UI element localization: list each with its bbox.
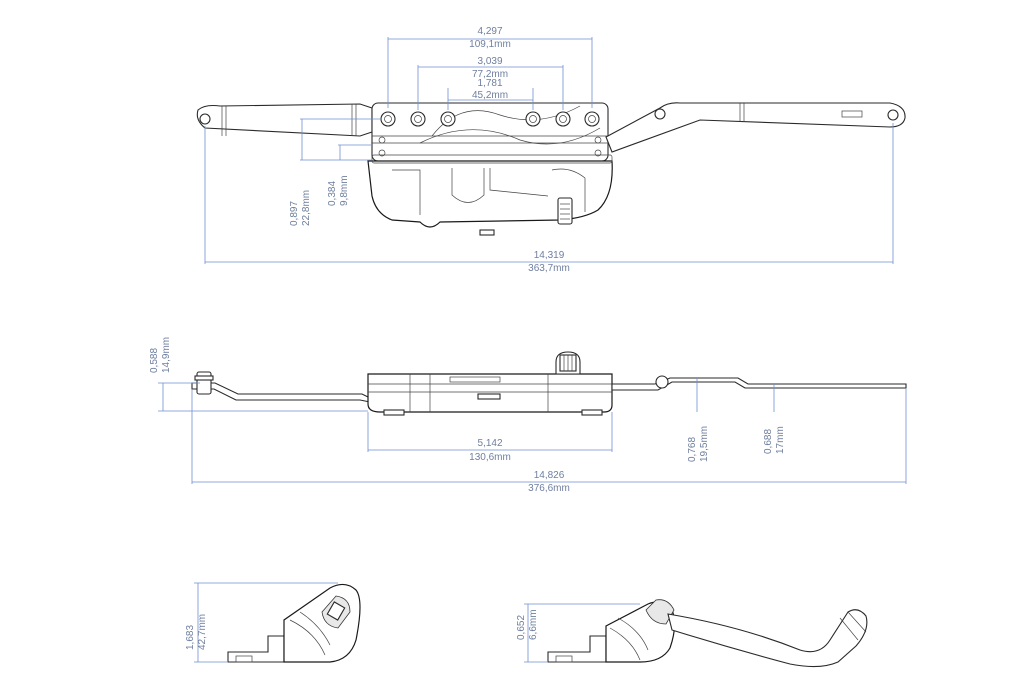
mounting-hole xyxy=(380,111,396,127)
dim-offset-large-in: 0,897 xyxy=(289,201,300,226)
mounting-hole xyxy=(584,111,600,127)
dim-mid-span-in: 3,039 xyxy=(477,56,502,67)
cover-right-crank-handle xyxy=(667,609,868,668)
side-view: 0,588 14,9mm 5,142 130,6mm 0,768 19,5mm … xyxy=(149,337,907,494)
top-view: 4,297 109,1mm 3,039 77,2mm 1,781 45,2mm … xyxy=(196,26,906,274)
side-operator-housing xyxy=(367,373,613,413)
dim-inner-span-mm: 45,2mm xyxy=(472,90,508,101)
mounting-hole xyxy=(410,111,426,127)
cover-right-crank-knuckle xyxy=(645,599,675,625)
side-left-arm xyxy=(191,382,371,403)
cover-left-base-plate xyxy=(227,635,285,663)
dim-side-overall-in: 14,826 xyxy=(534,470,565,481)
dim-arm-rise-b-mm: 17mm xyxy=(775,426,786,454)
cover-right-base-plate xyxy=(547,635,607,663)
top-left-arm-pivot xyxy=(199,113,211,125)
dim-offset-small-in: 0,384 xyxy=(327,181,338,206)
top-right-arm-end-pivot xyxy=(887,109,899,121)
dim-body-length-in: 5,142 xyxy=(477,438,502,449)
mounting-hole xyxy=(440,111,456,127)
dim-handle-offset-mm: 6,6mm xyxy=(528,609,539,640)
cover-view-left: 1,683 42,7mm xyxy=(185,582,361,663)
top-crank-stud xyxy=(557,197,573,225)
top-right-arm-pivot xyxy=(654,108,666,120)
top-right-arm xyxy=(605,102,906,153)
cover-view-right: 0,652 6,6mm xyxy=(516,599,868,668)
dim-arm-rise-b-in: 0,688 xyxy=(763,429,774,454)
dim-outer-span-in: 4,297 xyxy=(477,26,502,37)
dim-inner-span-in: 1,781 xyxy=(477,78,502,89)
dim-cover-height-mm: 42,7mm xyxy=(197,614,208,650)
dim-arm-rise-a-mm: 19,5mm xyxy=(699,426,710,462)
dim-top-overall-in: 14,319 xyxy=(534,250,565,261)
dim-arm-height-in: 0,588 xyxy=(149,348,160,373)
top-left-arm xyxy=(196,103,373,137)
dim-arm-rise-a-in: 0,768 xyxy=(687,437,698,462)
dim-offset-large-mm: 22,8mm xyxy=(301,190,312,226)
dim-mid-span-mm: 77,2mm xyxy=(472,69,508,80)
mounting-hole xyxy=(555,111,571,127)
top-operator-housing xyxy=(367,160,613,228)
dim-arm-height-mm: 14,9mm xyxy=(161,337,172,373)
dim-offset-small-mm: 9,8mm xyxy=(339,175,350,206)
mounting-hole xyxy=(525,111,541,127)
dim-top-overall-mm: 363,7mm xyxy=(528,263,570,274)
dim-handle-offset-in: 0,652 xyxy=(516,615,527,640)
dim-side-overall-mm: 376,6mm xyxy=(528,483,570,494)
dim-cover-height-in: 1,683 xyxy=(185,625,196,650)
cover-left-housing xyxy=(283,583,361,663)
dim-body-length-mm: 130,6mm xyxy=(469,452,511,463)
dim-outer-span-mm: 109,1mm xyxy=(469,39,511,50)
top-mounting-holes xyxy=(378,111,602,157)
